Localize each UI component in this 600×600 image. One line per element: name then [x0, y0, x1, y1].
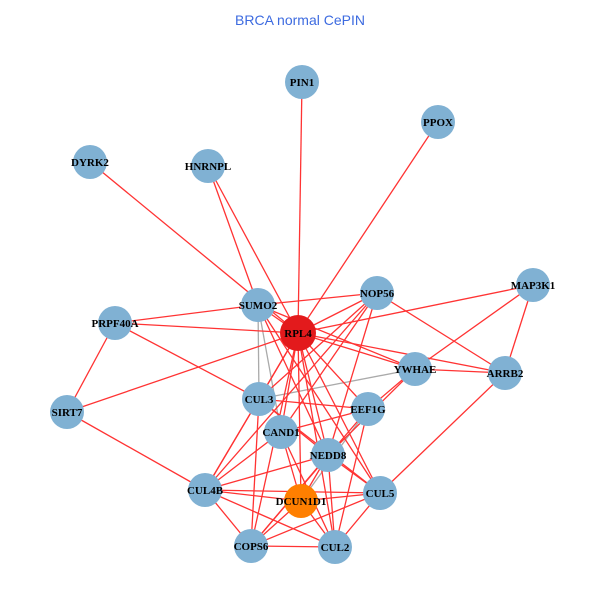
node-rpl4[interactable] — [280, 315, 316, 351]
node-label: RPL4 — [284, 328, 312, 340]
node-label: DCUN1D1 — [276, 496, 327, 508]
edge-CUL3-EEF1G — [258, 398, 369, 410]
edge-NOP56-CAND1 — [280, 292, 378, 433]
node-label: CAND1 — [262, 427, 299, 439]
node-dyrk2[interactable] — [73, 145, 107, 179]
node-label: ARRB2 — [487, 368, 524, 380]
edge-EEF1G-CUL2 — [334, 408, 369, 548]
node-label: DYRK2 — [71, 157, 109, 169]
edge-RPL4-HNRNPL — [207, 165, 299, 334]
node-cul4b[interactable] — [188, 473, 222, 507]
edge-RPL4-MAP3K1 — [297, 284, 534, 334]
node-label: CUL3 — [245, 394, 274, 406]
chart-title: BRCA normal CePIN — [235, 12, 365, 28]
edge-RPL4-YWHAE — [297, 332, 416, 370]
node-label: PPOX — [423, 117, 453, 129]
edge-SUMO2-PRPF40A — [114, 304, 259, 324]
edge-CUL3-CUL4B — [204, 398, 260, 491]
node-label: CUL5 — [366, 488, 395, 500]
edge-SUMO2-NOP56 — [257, 292, 378, 306]
node-map3k1[interactable] — [516, 268, 550, 302]
edge-SUMO2-YWHAE — [257, 304, 416, 370]
node-cand1[interactable] — [264, 415, 298, 449]
node-label: CUL4B — [187, 485, 224, 497]
edge-RPL4-PPOX — [297, 121, 439, 334]
edge-RPL4-CUL5 — [297, 332, 381, 494]
edge-NOP56-ARRB2 — [376, 292, 506, 374]
node-label: PIN1 — [290, 77, 314, 89]
node-pin1[interactable] — [285, 65, 319, 99]
edge-NOP56-CUL3 — [258, 292, 378, 400]
edge-SUMO2-HNRNPL — [207, 165, 259, 306]
edge-SUMO2-CUL5 — [257, 304, 381, 494]
node-nop56[interactable] — [360, 276, 394, 310]
edge-gray-CUL3-YWHAE — [258, 368, 416, 400]
edge-gray-SUMO2-CAND1 — [257, 304, 282, 433]
edge-CUL4B-CUL2 — [204, 489, 336, 548]
node-ppox[interactable] — [421, 105, 455, 139]
node-label: PRPF40A — [91, 318, 138, 330]
edge-SIRT7-CUL4B — [66, 411, 206, 491]
edge-NOP56-NEDD8 — [327, 292, 378, 456]
node-ywhae[interactable] — [398, 352, 432, 386]
node-eef1g[interactable] — [351, 392, 385, 426]
node-prpf40a[interactable] — [98, 306, 132, 340]
edge-MAP3K1-YWHAE — [414, 284, 534, 370]
node-label: SUMO2 — [239, 300, 278, 312]
node-dcun1d1[interactable] — [284, 484, 318, 518]
edge-PRPF40A-CUL3 — [114, 322, 260, 400]
edge-RPL4-SIRT7 — [66, 332, 299, 413]
node-sumo2[interactable] — [241, 288, 275, 322]
node-label: YWHAE — [394, 364, 437, 376]
edge-NOP56-CUL4B — [204, 292, 378, 491]
edge-RPL4-PRPF40A — [114, 322, 299, 334]
node-nedd8[interactable] — [311, 438, 345, 472]
node-label: NEDD8 — [310, 450, 347, 462]
node-cops6[interactable] — [234, 529, 268, 563]
edge-CUL3-COPS6 — [250, 398, 260, 547]
edge-RPL4-DCUN1D1 — [297, 332, 302, 502]
node-label: MAP3K1 — [511, 280, 556, 292]
node-cul5[interactable] — [363, 476, 397, 510]
node-arrb2[interactable] — [488, 356, 522, 390]
node-cul2[interactable] — [318, 530, 352, 564]
node-sirt7[interactable] — [50, 395, 84, 429]
node-label: COPS6 — [234, 541, 269, 553]
node-label: CUL2 — [321, 542, 350, 554]
node-label: SIRT7 — [52, 407, 83, 419]
node-label: HNRNPL — [185, 161, 231, 173]
node-cul3[interactable] — [242, 382, 276, 416]
edge-SUMO2-NEDD8 — [257, 304, 329, 456]
node-label: NOP56 — [360, 288, 395, 300]
edge-RPL4-NEDD8 — [297, 332, 329, 456]
edge-ARRB2-CUL5 — [379, 372, 506, 494]
edge-RPL4-PIN1 — [297, 81, 303, 334]
edge-NEDD8-CUL4B — [204, 454, 329, 491]
node-label: EEF1G — [350, 404, 386, 416]
edge-RPL4-CUL2 — [297, 332, 336, 548]
edge-EEF1G-COPS6 — [250, 408, 369, 547]
edge-COPS6-CUL5 — [250, 492, 381, 547]
edge-RPL4-ARRB2 — [297, 332, 506, 374]
node-hnrnpl[interactable] — [191, 149, 225, 183]
